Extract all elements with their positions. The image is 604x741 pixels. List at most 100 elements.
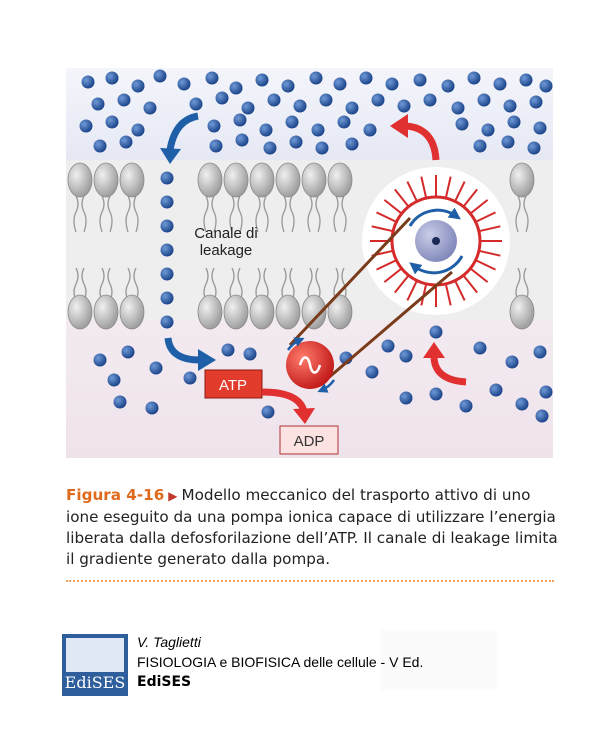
ion — [263, 141, 277, 155]
pump-spoke — [469, 199, 489, 215]
ion — [385, 77, 399, 91]
adp-label: ADP — [294, 433, 325, 450]
pump-spoke — [394, 188, 410, 208]
extracellular-area — [66, 68, 553, 176]
ion — [189, 97, 203, 111]
pump-spoke — [406, 280, 418, 301]
lipid-head — [275, 162, 301, 198]
ion — [160, 171, 174, 185]
ion — [183, 371, 197, 385]
lipid-head — [119, 294, 145, 330]
lipid-bilayer — [67, 162, 535, 330]
ion — [131, 123, 145, 137]
pump-spoke — [475, 259, 496, 271]
ion — [477, 93, 491, 107]
ion — [397, 99, 411, 113]
ion — [515, 397, 529, 411]
pump-spoke — [371, 225, 394, 233]
ion-pump-wheel — [362, 167, 510, 315]
leak-exit-arrow-icon — [164, 337, 201, 364]
divider — [66, 580, 554, 582]
ion — [481, 123, 495, 137]
ion — [505, 355, 519, 369]
lipid-head — [67, 294, 93, 330]
pump-spoke — [406, 181, 418, 202]
book-title: FISIOLOGIA e BIOFISICA delle cellule - V… — [137, 654, 424, 670]
ion — [539, 385, 553, 399]
pump-spoke — [462, 274, 478, 294]
ion — [117, 93, 131, 107]
ion — [503, 99, 517, 113]
ion — [535, 409, 549, 423]
lipid-head — [509, 162, 535, 198]
ion — [261, 405, 275, 419]
pump-spoke — [469, 267, 489, 283]
ion — [177, 77, 191, 91]
ion — [215, 91, 229, 105]
ion — [319, 93, 333, 107]
atp-hydrolysis-arrow-icon — [293, 408, 315, 424]
lipid-head — [93, 162, 119, 198]
pump-spoke — [420, 176, 428, 199]
publisher: EdiSES — [137, 674, 192, 690]
ion — [459, 399, 473, 413]
atp-motor — [286, 337, 336, 393]
ion — [345, 137, 359, 151]
ion — [255, 73, 269, 87]
leak-channel-label: leakage — [200, 242, 253, 259]
ion — [473, 341, 487, 355]
rotation-arrow-icon — [317, 379, 336, 393]
ion — [149, 361, 163, 375]
ion — [441, 79, 455, 93]
lipid-head — [275, 294, 301, 330]
ion — [363, 123, 377, 137]
pump-spoke — [383, 199, 403, 215]
ion — [93, 353, 107, 367]
lipid-head — [301, 294, 327, 330]
ion — [423, 93, 437, 107]
pump-spoke — [444, 283, 452, 306]
ion — [467, 71, 481, 85]
ion — [160, 291, 174, 305]
lipid-head — [223, 162, 249, 198]
atp-box — [204, 369, 263, 399]
ion — [399, 349, 413, 363]
ion — [365, 365, 379, 379]
leak-exit-arrow-icon — [198, 349, 216, 371]
pump-spoke — [478, 249, 501, 257]
blank-panel — [380, 630, 498, 690]
ion — [81, 75, 95, 89]
ion — [121, 345, 135, 359]
lipid-head — [249, 162, 275, 198]
ion — [207, 119, 221, 133]
ion — [221, 343, 235, 357]
ion — [205, 71, 219, 85]
ion — [143, 101, 157, 115]
pump-spoke — [462, 188, 478, 208]
ion-particles — [79, 69, 553, 423]
ion — [285, 115, 299, 129]
book-credits: V. Taglietti FISIOLOGIA e BIOFISICA dell… — [137, 632, 423, 692]
ion — [209, 139, 223, 153]
publisher-logo: EdiSES — [62, 634, 128, 696]
ion — [160, 243, 174, 257]
lipid-head — [67, 162, 93, 198]
lipid-head — [301, 162, 327, 198]
ion — [507, 115, 521, 129]
leak-entry-arrow-icon — [166, 112, 199, 151]
ion — [79, 119, 93, 133]
ion — [501, 135, 515, 149]
ion — [539, 79, 553, 93]
ion — [527, 141, 541, 155]
ion — [91, 97, 105, 111]
pump-spoke — [444, 176, 452, 199]
pump-spoke — [454, 181, 466, 202]
ion — [259, 123, 273, 137]
ion — [160, 267, 174, 281]
ion — [315, 141, 329, 155]
rotation-arrow-icon — [408, 207, 461, 227]
ion — [429, 325, 443, 339]
lipid-head — [197, 294, 223, 330]
ion — [267, 93, 281, 107]
adp-box — [279, 425, 339, 455]
